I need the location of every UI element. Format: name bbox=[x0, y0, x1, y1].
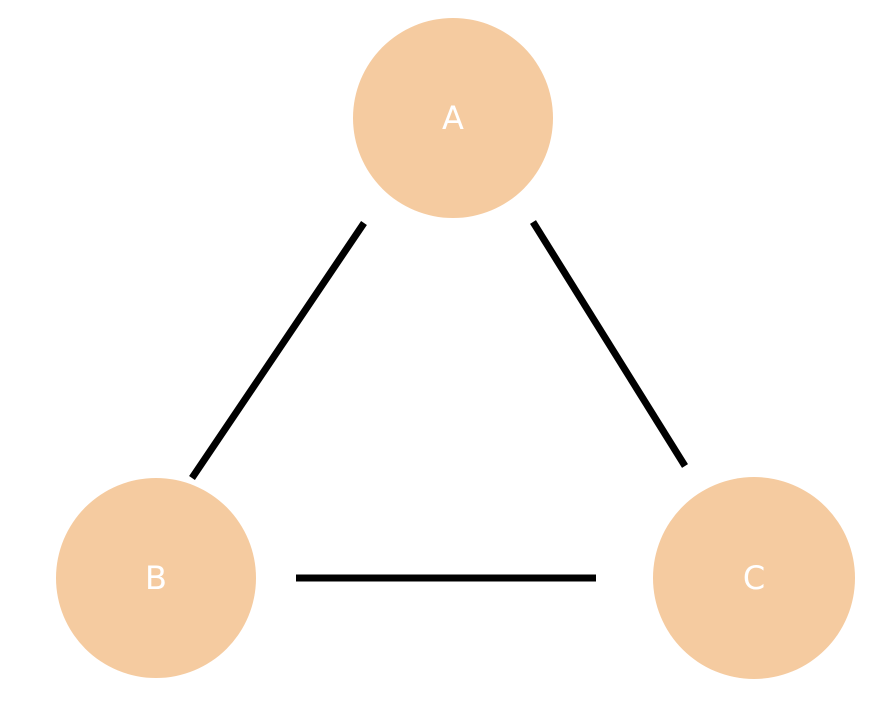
node-c-circle[interactable] bbox=[653, 477, 855, 679]
node-b[interactable]: B bbox=[56, 478, 256, 678]
edge-a-c[interactable] bbox=[530, 220, 688, 468]
node-a-circle[interactable] bbox=[353, 18, 553, 218]
node-layer: A B C bbox=[56, 18, 855, 679]
node-c[interactable]: C bbox=[653, 477, 855, 679]
node-a[interactable]: A bbox=[353, 18, 553, 218]
edge-a-b[interactable] bbox=[189, 221, 367, 480]
node-b-circle[interactable] bbox=[56, 478, 256, 678]
edge-layer bbox=[189, 220, 688, 582]
node-c-label: C bbox=[743, 559, 765, 597]
node-a-label: A bbox=[442, 99, 464, 137]
node-b-label: B bbox=[145, 559, 167, 597]
